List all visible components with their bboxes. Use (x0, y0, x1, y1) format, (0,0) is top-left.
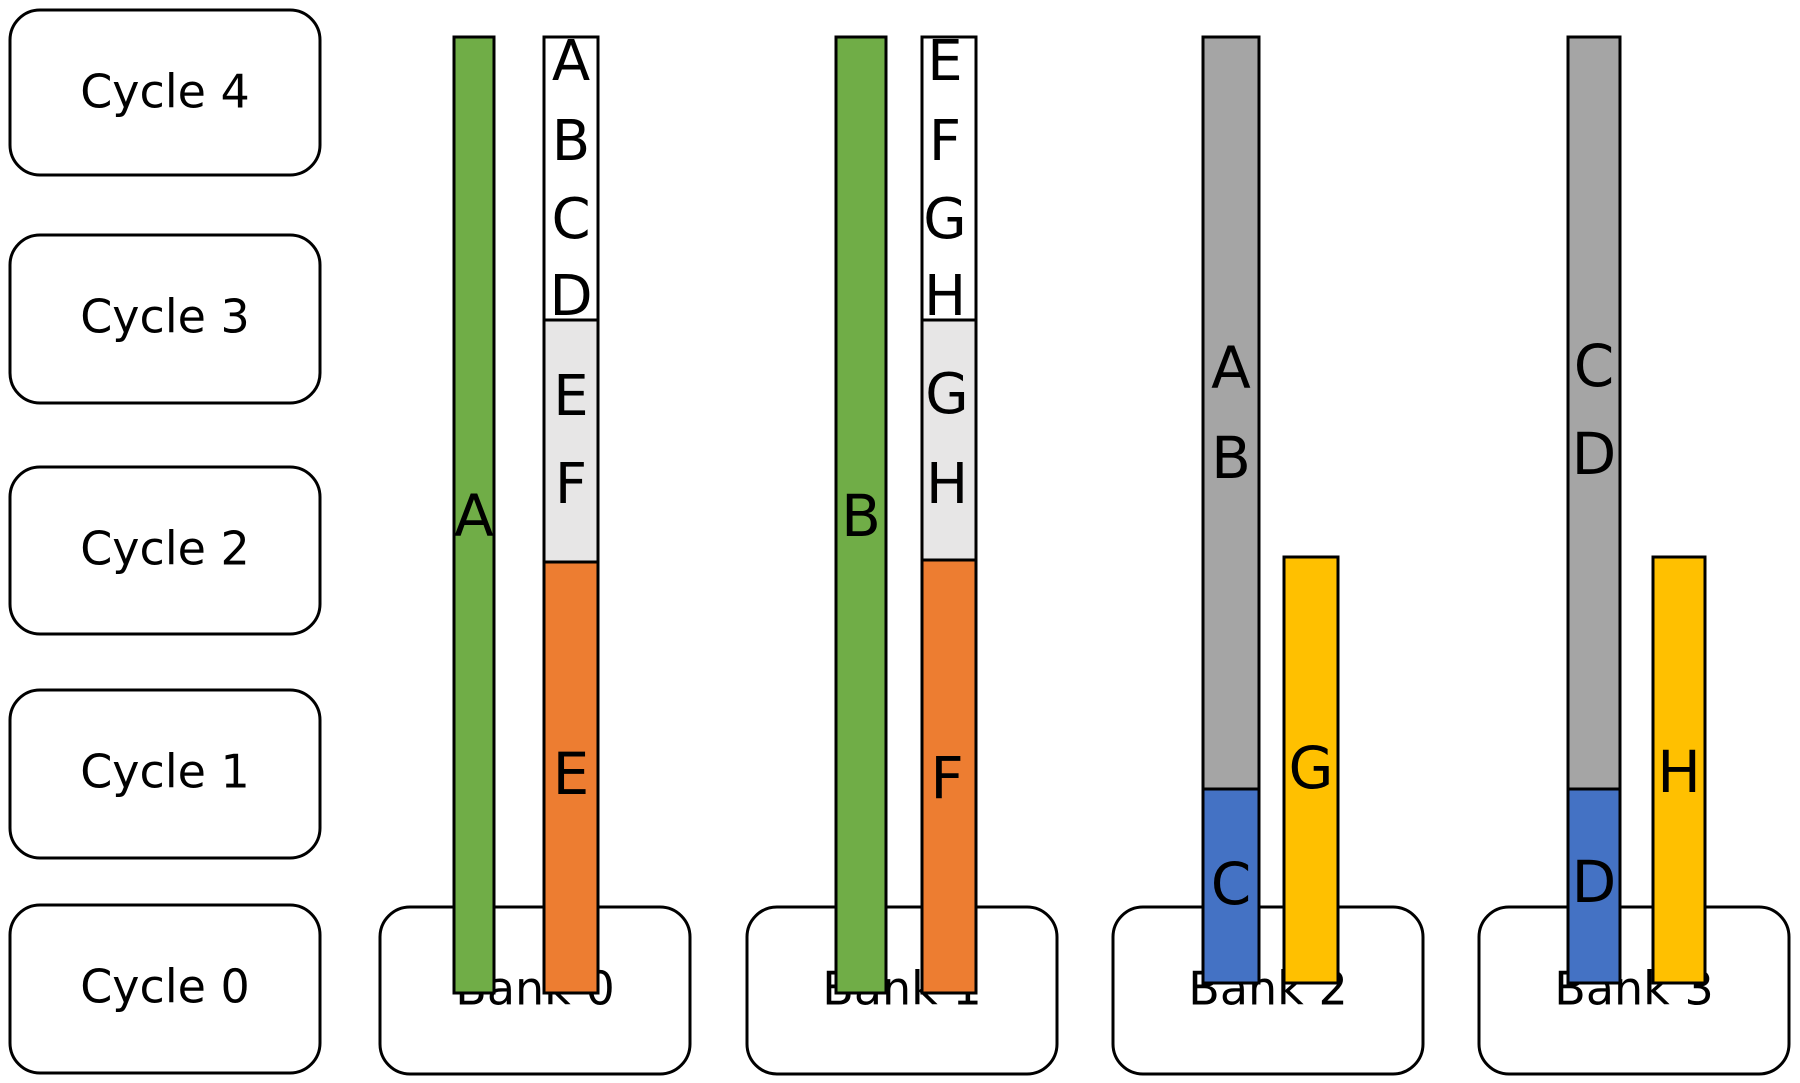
bank-0-right-bar-top (542, 35, 600, 322)
bank-2-right-bar-label: G (1289, 734, 1334, 802)
cycle-4-label: Cycle 4 (80, 65, 250, 119)
bank-1-right-bar-top (920, 35, 978, 322)
bank-1-middle-letter-1: G (925, 362, 968, 427)
bank-2-left-bar-top (1201, 35, 1261, 791)
bank-1-right-bar-bottom (920, 558, 978, 995)
bank-3-left-bar-bottom (1566, 787, 1622, 985)
bank-2-left-bar-label: C (1211, 850, 1252, 918)
cycle-2-label: Cycle 2 (80, 522, 250, 576)
bank-0-left-bar-label: A (454, 482, 494, 550)
bank-0-right-bar-bottom (542, 560, 600, 995)
bank-2-bars: A B C G (1201, 35, 1340, 985)
bank-2-left-bar-bottom (1201, 787, 1261, 985)
bank-0-top-letter-2: B (552, 109, 590, 174)
cycle-4-box: Cycle 4 (8, 8, 322, 177)
bank-3-box: Bank 3 (1477, 905, 1791, 1076)
bank-1-top-letter-2: F (929, 109, 961, 174)
cycle-2-box: Cycle 2 (8, 465, 322, 636)
bank-1-top-letter-4: H (924, 264, 966, 329)
bank-1-right-bar-middle (920, 318, 978, 562)
bank-2-left-top-letter-2: B (1211, 424, 1251, 492)
bank-1-left-bar (834, 35, 888, 995)
bank-1-right-bar-label: F (930, 744, 963, 812)
bank-3-right-bar (1651, 555, 1707, 985)
bank-0-right-bar-label: E (553, 740, 590, 808)
cycle-column: Cycle 4 Cycle 3 Cycle 2 Cycle 1 Cycle 0 (8, 8, 322, 1075)
bank-2-box: Bank 2 (1111, 905, 1425, 1076)
bank-3-left-top-letter-2: D (1572, 420, 1617, 488)
bank-0-top-letter-3: C (551, 187, 590, 252)
cycle-0-box: Cycle 0 (8, 903, 322, 1075)
bank-0-box: Bank 0 (378, 905, 692, 1076)
bank-3-left-bar-top (1566, 35, 1622, 791)
bank-0-middle-letter-2: F (555, 452, 587, 517)
bank-1-top-letter-1: E (927, 29, 962, 94)
bank-3-right-bar-label: H (1657, 738, 1701, 806)
bank-0-bars: A A B C D E F E (452, 29, 600, 995)
bank-0-right-bar-middle (542, 318, 600, 564)
cycle-0-label: Cycle 0 (80, 960, 250, 1014)
cycle-1-label: Cycle 1 (80, 745, 250, 799)
cycle-3-label: Cycle 3 (80, 290, 250, 344)
bank-2-left-top-letter-1: A (1211, 334, 1251, 402)
bank-1-middle-letter-2: H (926, 452, 968, 517)
bank-0-middle-letter-1: E (553, 364, 588, 429)
cycle-3-box: Cycle 3 (8, 233, 322, 405)
bank-1-left-bar-label: B (841, 482, 881, 550)
bank-0-left-bar (452, 35, 496, 995)
bank-3-left-bar-label: D (1572, 848, 1617, 916)
cycle-1-box: Cycle 1 (8, 688, 322, 860)
bank-3-bars: C D D H (1566, 35, 1707, 985)
bank-0-top-letter-4: D (549, 264, 592, 329)
bank-3-left-top-letter-1: C (1574, 332, 1615, 400)
bank-1-bars: B E F G H G H F (834, 29, 978, 995)
bank-2-right-bar (1282, 555, 1340, 985)
bank-1-box: Bank 1 (745, 905, 1059, 1076)
bank-0-top-letter-1: A (552, 29, 590, 94)
bank-1-top-letter-3: G (923, 187, 966, 252)
